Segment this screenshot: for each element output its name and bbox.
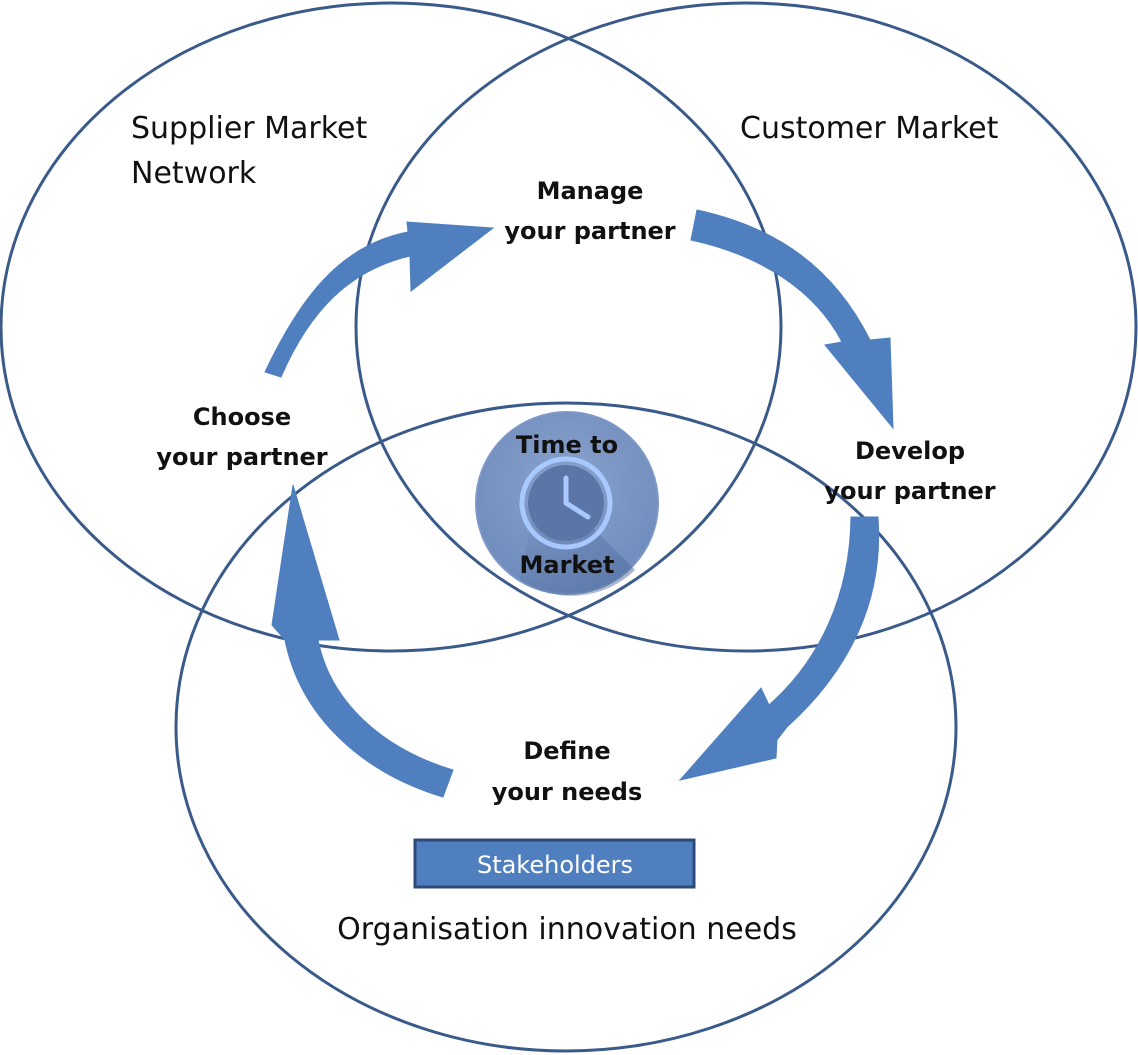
arrow-develop-to-define bbox=[678, 516, 880, 781]
clock-icon bbox=[519, 456, 613, 550]
step-define-line2: your needs bbox=[492, 778, 643, 806]
stakeholders-label: Stakeholders bbox=[477, 851, 633, 879]
customer-market-circle bbox=[354, 1, 1138, 653]
step-define-line1: Define bbox=[523, 737, 610, 765]
step-choose-line1: Choose bbox=[193, 403, 291, 431]
organisation-needs-label: Organisation innovation needs bbox=[337, 912, 797, 947]
supplier-market-label-line1: Supplier Market bbox=[131, 111, 368, 146]
arrow-define-to-choose bbox=[271, 484, 454, 798]
center-label-line2: Market bbox=[520, 551, 615, 579]
step-manage-line1: Manage bbox=[537, 177, 644, 205]
step-develop-line1: Develop bbox=[855, 437, 965, 465]
supplier-market-circle bbox=[0, 1, 783, 653]
arrow-choose-to-manage bbox=[264, 221, 495, 378]
time-to-market-badge: Time to Market bbox=[475, 411, 659, 596]
organisation-needs-circle bbox=[174, 401, 958, 1053]
step-develop-line2: your partner bbox=[824, 477, 995, 505]
arrow-manage-to-develop bbox=[690, 209, 894, 430]
customer-market-label: Customer Market bbox=[740, 111, 999, 146]
step-choose-line2: your partner bbox=[156, 443, 327, 471]
stakeholders-box: Stakeholders bbox=[413, 838, 696, 889]
center-label-line1: Time to bbox=[516, 431, 618, 459]
supplier-market-label-line2: Network bbox=[131, 156, 257, 191]
step-manage-line2: your partner bbox=[504, 217, 675, 245]
